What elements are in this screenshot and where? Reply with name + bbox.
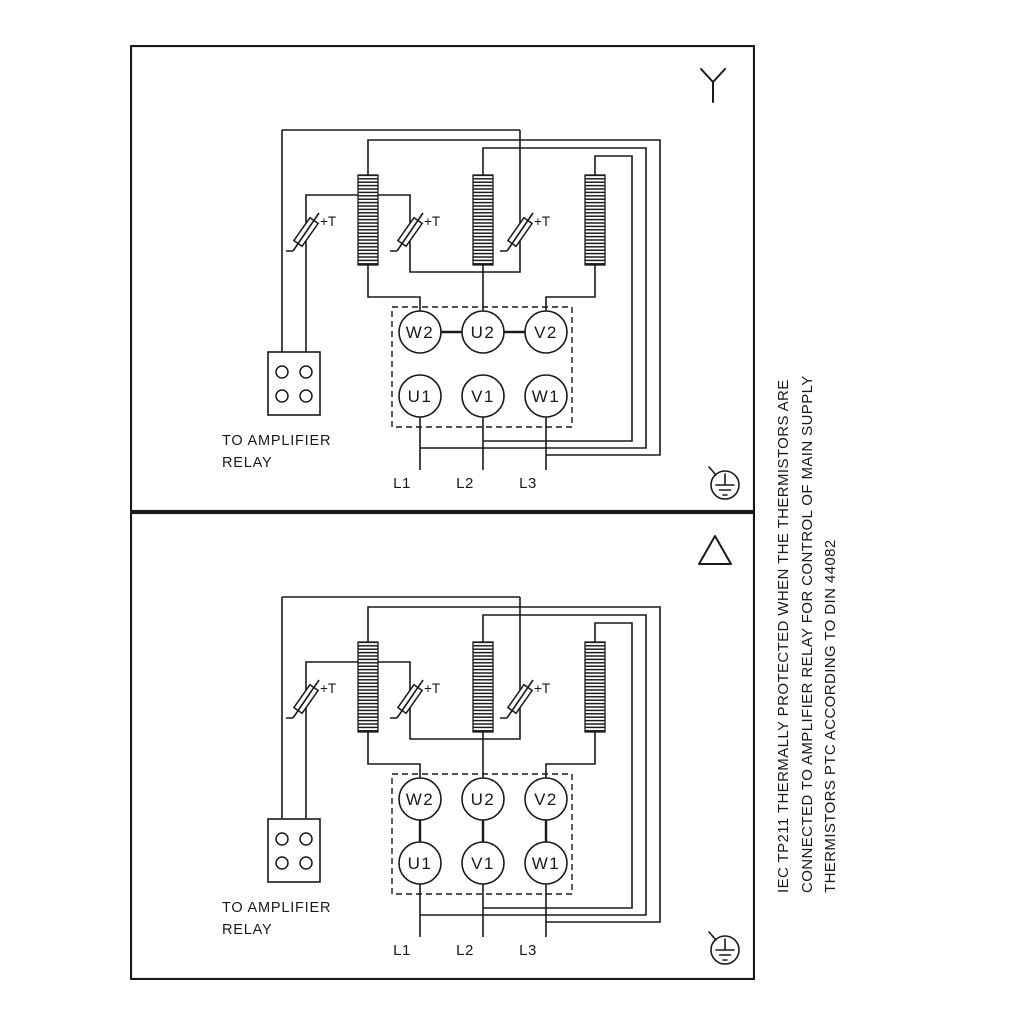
terminal-u1: U1 [398, 841, 442, 885]
terminal-u1: U1 [398, 374, 442, 418]
supply-line-label-l3: L3 [519, 942, 537, 959]
supply-line-label-l2: L2 [456, 942, 474, 959]
terminal-label: W2 [406, 323, 435, 342]
panel-border [130, 512, 755, 980]
delta-icon [698, 535, 732, 565]
ptc-thermistor-icon: +T [500, 212, 550, 252]
terminal-w1: W1 [524, 841, 568, 885]
motor-winding-coils [357, 641, 606, 733]
thermistor-label: +T [320, 214, 336, 229]
terminal-u2: U2 [461, 777, 505, 821]
delta-wiring-panel: +T +T +T TO AMPLIFIER RELAY W2 [130, 512, 755, 980]
thermistor-label: +T [534, 681, 550, 696]
motor-winding-coils [357, 174, 606, 266]
terminal-u2: U2 [461, 310, 505, 354]
side-note-line-3: THERMISTORS PTC ACCORDING TO DIN 44082 [822, 539, 839, 893]
terminal-label: V1 [471, 854, 495, 873]
supply-line-label-l1: L1 [393, 942, 411, 959]
amplifier-relay-connector [267, 818, 321, 883]
ptc-thermistor-icon: +T [286, 212, 336, 252]
terminal-board-outline [391, 306, 573, 428]
amplifier-relay-connector [267, 351, 321, 416]
wiring-lines [281, 596, 661, 937]
star-wiring-panel: +T +T +T TO AMPLIFIER RELAY W2 [130, 45, 755, 512]
terminal-label: V2 [534, 790, 558, 809]
relay-caption-line1: TO AMPLIFIER [222, 433, 331, 449]
relay-caption-line2: RELAY [222, 922, 272, 938]
relay-caption-line1: TO AMPLIFIER [222, 900, 331, 916]
earth-ground-icon [708, 931, 740, 965]
terminal-v1: V1 [461, 841, 505, 885]
terminal-label: W1 [532, 854, 561, 873]
supply-line-label-l2: L2 [456, 475, 474, 492]
terminal-label: V1 [471, 387, 495, 406]
terminal-label: W2 [406, 790, 435, 809]
wiring-lines [281, 129, 661, 470]
panel-border [130, 45, 755, 512]
ptc-thermistor-icon: +T [500, 679, 550, 719]
relay-caption-line2: RELAY [222, 455, 272, 471]
terminal-board-outline [391, 773, 573, 895]
terminal-label: W1 [532, 387, 561, 406]
thermistor-label: +T [424, 214, 440, 229]
ptc-thermistor-icon: +T [390, 212, 440, 252]
side-note-line-1: IEC TP211 THERMALLY PROTECTED WHEN THE T… [775, 379, 792, 893]
supply-line-label-l1: L1 [393, 475, 411, 492]
side-note: IEC TP211 THERMALLY PROTECTED WHEN THE T… [772, 333, 843, 893]
ptc-thermistor-icon: +T [390, 679, 440, 719]
terminal-label: U2 [471, 790, 496, 809]
supply-line-label-l3: L3 [519, 475, 537, 492]
thermistor-label: +T [534, 214, 550, 229]
terminal-w2: W2 [398, 310, 442, 354]
terminal-v2: V2 [524, 777, 568, 821]
terminal-w2: W2 [398, 777, 442, 821]
delta-bridge-links [418, 820, 548, 842]
terminal-label: U1 [408, 387, 433, 406]
thermistor-label: +T [424, 681, 440, 696]
terminal-label: U1 [408, 854, 433, 873]
side-note-line-2: CONNECTED TO AMPLIFIER RELAY FOR CONTROL… [798, 375, 816, 893]
terminal-w1: W1 [524, 374, 568, 418]
terminal-label: U2 [471, 323, 496, 342]
terminal-v1: V1 [461, 374, 505, 418]
terminal-label: V2 [534, 323, 558, 342]
terminal-v2: V2 [524, 310, 568, 354]
ptc-thermistor-icon: +T [286, 679, 336, 719]
earth-ground-icon [708, 466, 740, 500]
wye-icon [700, 68, 726, 103]
thermistor-label: +T [320, 681, 336, 696]
